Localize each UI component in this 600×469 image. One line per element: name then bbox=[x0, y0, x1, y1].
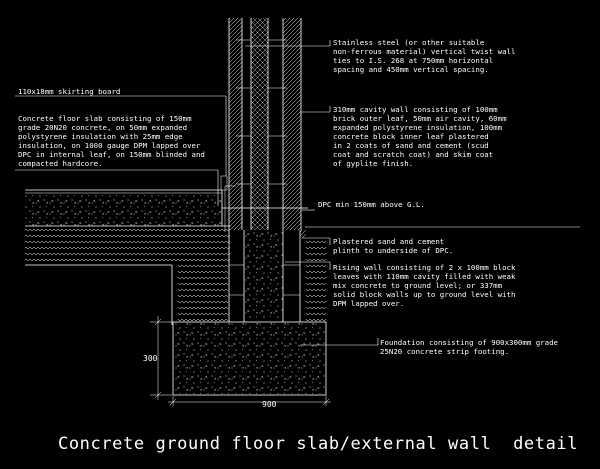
rising-wall bbox=[228, 230, 306, 322]
subsoil-hatch bbox=[178, 265, 228, 322]
annotation-dpc: DPC min 150mm above G.L. bbox=[318, 200, 425, 209]
drawing-title: Concrete ground floor slab/external wall… bbox=[58, 434, 578, 454]
skirting-board bbox=[220, 175, 228, 191]
annotation-wall-ties: Stainless steel (or other suitable non-f… bbox=[333, 38, 520, 74]
annotation-rising-wall: Rising wall consisting of 2 x 100mm bloc… bbox=[333, 263, 520, 308]
annotation-floor-slab: Concrete floor slab consisting of 150mm … bbox=[18, 114, 209, 168]
dimension-900-label: 900 bbox=[262, 400, 277, 409]
dimension-300-label: 300 bbox=[143, 354, 158, 363]
annotation-plinth: Plastered sand and cement plinth to unde… bbox=[333, 237, 453, 255]
dimension-900 bbox=[168, 396, 331, 406]
dimension-300 bbox=[150, 316, 172, 400]
leader-lines bbox=[15, 40, 379, 346]
cavity-wall bbox=[228, 18, 302, 230]
annotation-cavity-wall: 310mm cavity wall consisting of 100mm br… bbox=[333, 105, 511, 168]
annotation-skirting: 110x18mm skirting board bbox=[18, 87, 120, 96]
foundation-footing bbox=[172, 321, 327, 396]
annotation-foundation: Foundation consisting of 900x300mm grade… bbox=[380, 338, 562, 356]
